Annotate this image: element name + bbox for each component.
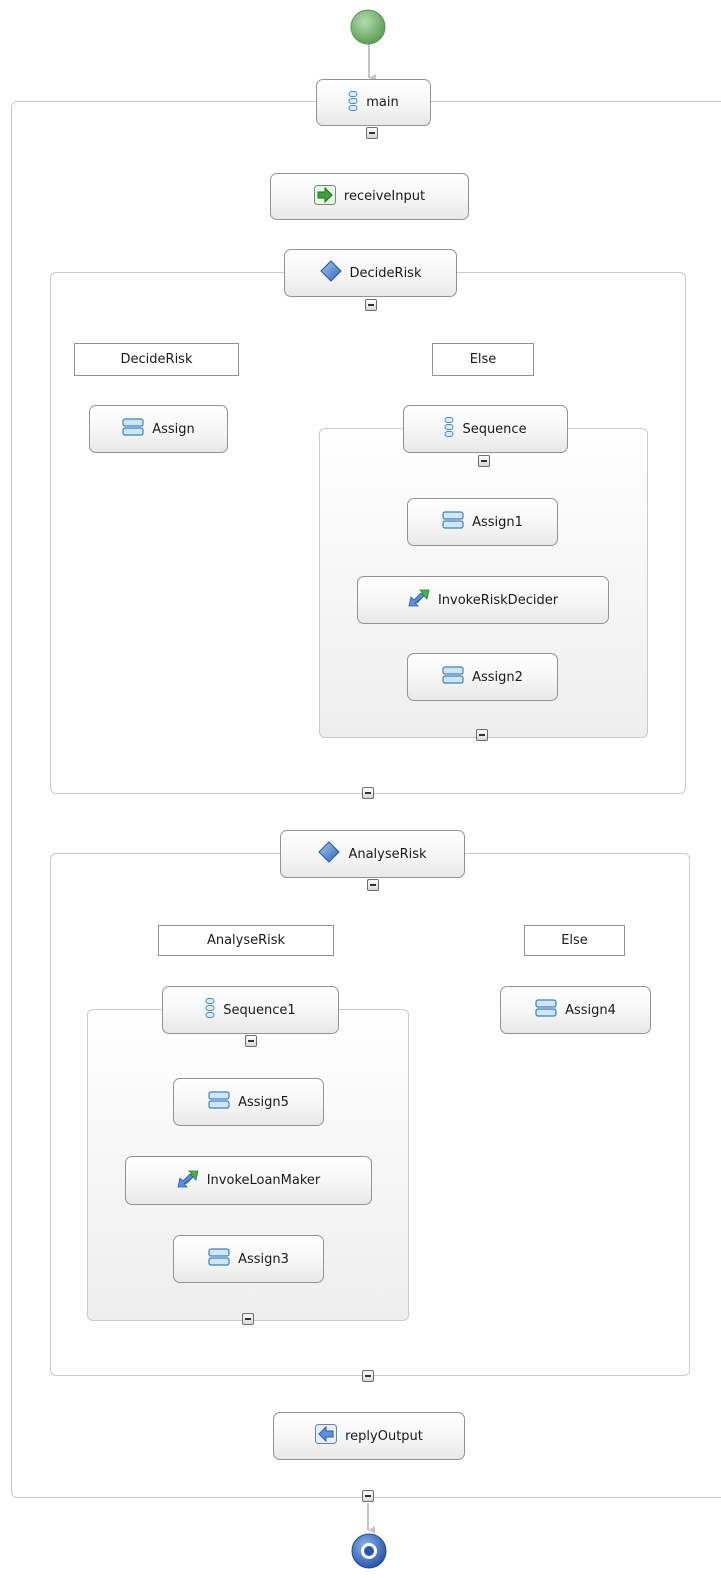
if-diamond-icon [318,841,341,867]
decide-risk-end-collapse-button[interactable] [362,787,374,799]
sequence-icon [205,998,215,1022]
if-diamond-icon [319,260,342,286]
else-label: Else [469,352,497,367]
sequence-node[interactable]: Sequence [403,405,568,453]
analyse-risk-label: AnalyseRisk [348,846,427,862]
receive-input-node[interactable]: receiveInput [270,173,469,220]
invoke-icon [408,587,430,613]
assign5-label: Assign5 [238,1094,289,1110]
end-event-icon[interactable] [350,1532,388,1570]
sequence-label: Sequence [462,421,527,437]
start-event-icon[interactable] [349,8,387,46]
analyse-risk-else-case[interactable]: Else [524,925,625,956]
assign2-node[interactable]: Assign2 [407,653,558,701]
sequence1-end-collapse-button[interactable] [242,1313,254,1325]
sequence-icon [444,417,454,441]
assign-icon [122,418,144,440]
decide-risk-case-label: DecideRisk [120,352,193,367]
analyse-risk-node[interactable]: AnalyseRisk [280,830,465,878]
assign1-label: Assign1 [472,514,523,530]
assign-label: Assign [152,421,195,437]
invoke-icon [177,1168,199,1194]
assign-icon [442,666,464,688]
else-label: Else [561,933,588,948]
receive-input-label: receiveInput [343,189,426,204]
analyse-risk-case[interactable]: AnalyseRisk [158,925,334,956]
assign2-label: Assign2 [472,669,523,685]
analyse-risk-end-collapse-button[interactable] [362,1370,374,1382]
main-collapse-button[interactable] [366,127,378,139]
invoke-loan-maker-label: InvokeLoanMaker [206,1173,321,1188]
assign5-node[interactable]: Assign5 [173,1078,324,1126]
main-sequence-node[interactable]: main [316,79,431,126]
assign-icon [208,1248,230,1270]
assign4-label: Assign4 [565,1002,616,1018]
decide-risk-case[interactable]: DecideRisk [74,343,239,376]
reply-icon [315,1424,338,1448]
sequence1-node[interactable]: Sequence1 [162,986,339,1034]
main-end-collapse-button[interactable] [362,1490,374,1502]
assign4-node[interactable]: Assign4 [500,986,651,1034]
main-label: main [366,95,399,110]
sequence1-collapse-button[interactable] [245,1035,257,1047]
sequence-end-collapse-button[interactable] [476,729,488,741]
reply-output-label: replyOutput [345,1428,423,1444]
analyse-risk-case-label: AnalyseRisk [206,933,286,948]
assign1-node[interactable]: Assign1 [407,498,558,546]
assign-icon [442,511,464,533]
decide-risk-label: DecideRisk [349,265,422,281]
assign-node[interactable]: Assign [89,405,228,453]
decide-risk-else-case[interactable]: Else [432,343,534,376]
decide-risk-node[interactable]: DecideRisk [284,249,457,297]
analyse-risk-collapse-button[interactable] [367,879,379,891]
invoke-risk-decider-node[interactable]: InvokeRiskDecider [357,576,609,624]
sequence-icon [348,90,358,115]
assign3-label: Assign3 [238,1251,289,1267]
sequence1-label: Sequence1 [223,1002,296,1018]
invoke-loan-maker-node[interactable]: InvokeLoanMaker [125,1156,372,1205]
sequence-collapse-button[interactable] [478,455,490,467]
assign-icon [535,999,557,1021]
decide-risk-collapse-button[interactable] [365,299,377,311]
receive-icon [313,184,336,209]
assign3-node[interactable]: Assign3 [173,1235,324,1283]
invoke-risk-decider-label: InvokeRiskDecider [437,592,559,608]
reply-output-node[interactable]: replyOutput [273,1412,465,1460]
assign-icon [208,1091,230,1113]
